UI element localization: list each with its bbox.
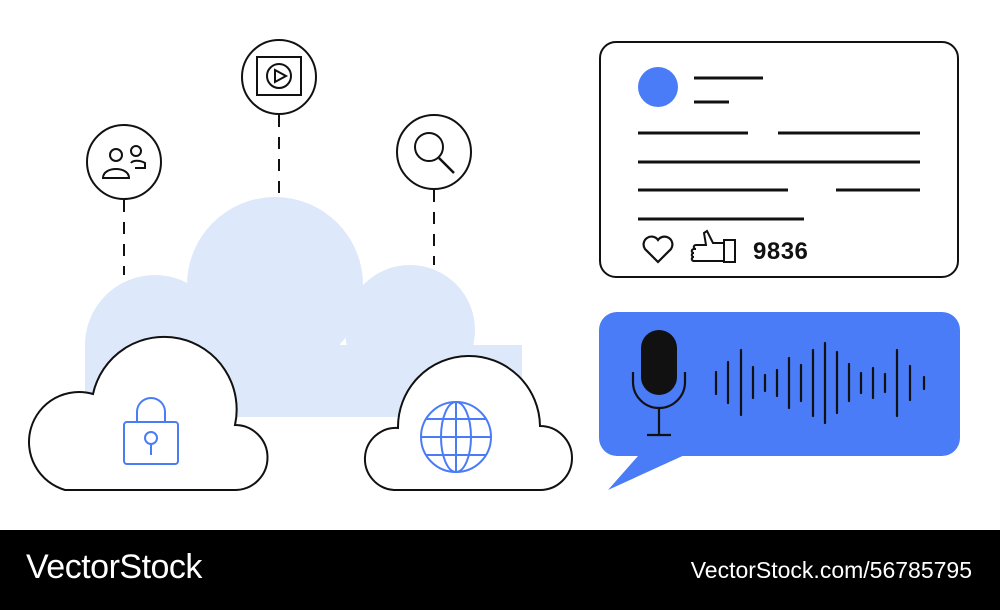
brand-logo-text: VectorStock [26, 548, 202, 586]
video-play-icon [241, 39, 317, 115]
avatar [638, 67, 678, 107]
like-count: 9836 [753, 238, 809, 265]
microphone-icon [631, 330, 687, 437]
dashed-connectors [123, 115, 435, 275]
lock-icon [123, 397, 179, 465]
thumbs-up-icon [690, 229, 736, 263]
heart-icon [642, 235, 674, 264]
lock-cloud [28, 335, 269, 491]
stock-id: VectorStock.com/56785795 [690, 557, 972, 583]
voice-message-bubble [599, 312, 960, 490]
sound-wave-icon [714, 341, 926, 425]
post-text-lines [638, 76, 920, 221]
search-icon [396, 114, 472, 190]
footer-bar: VectorStock VectorStock.com/56785795 [0, 530, 1000, 610]
social-post-card [599, 41, 959, 278]
globe-icon [420, 401, 492, 473]
illustration [28, 39, 960, 491]
users-icon [86, 124, 162, 200]
globe-cloud [364, 355, 573, 491]
